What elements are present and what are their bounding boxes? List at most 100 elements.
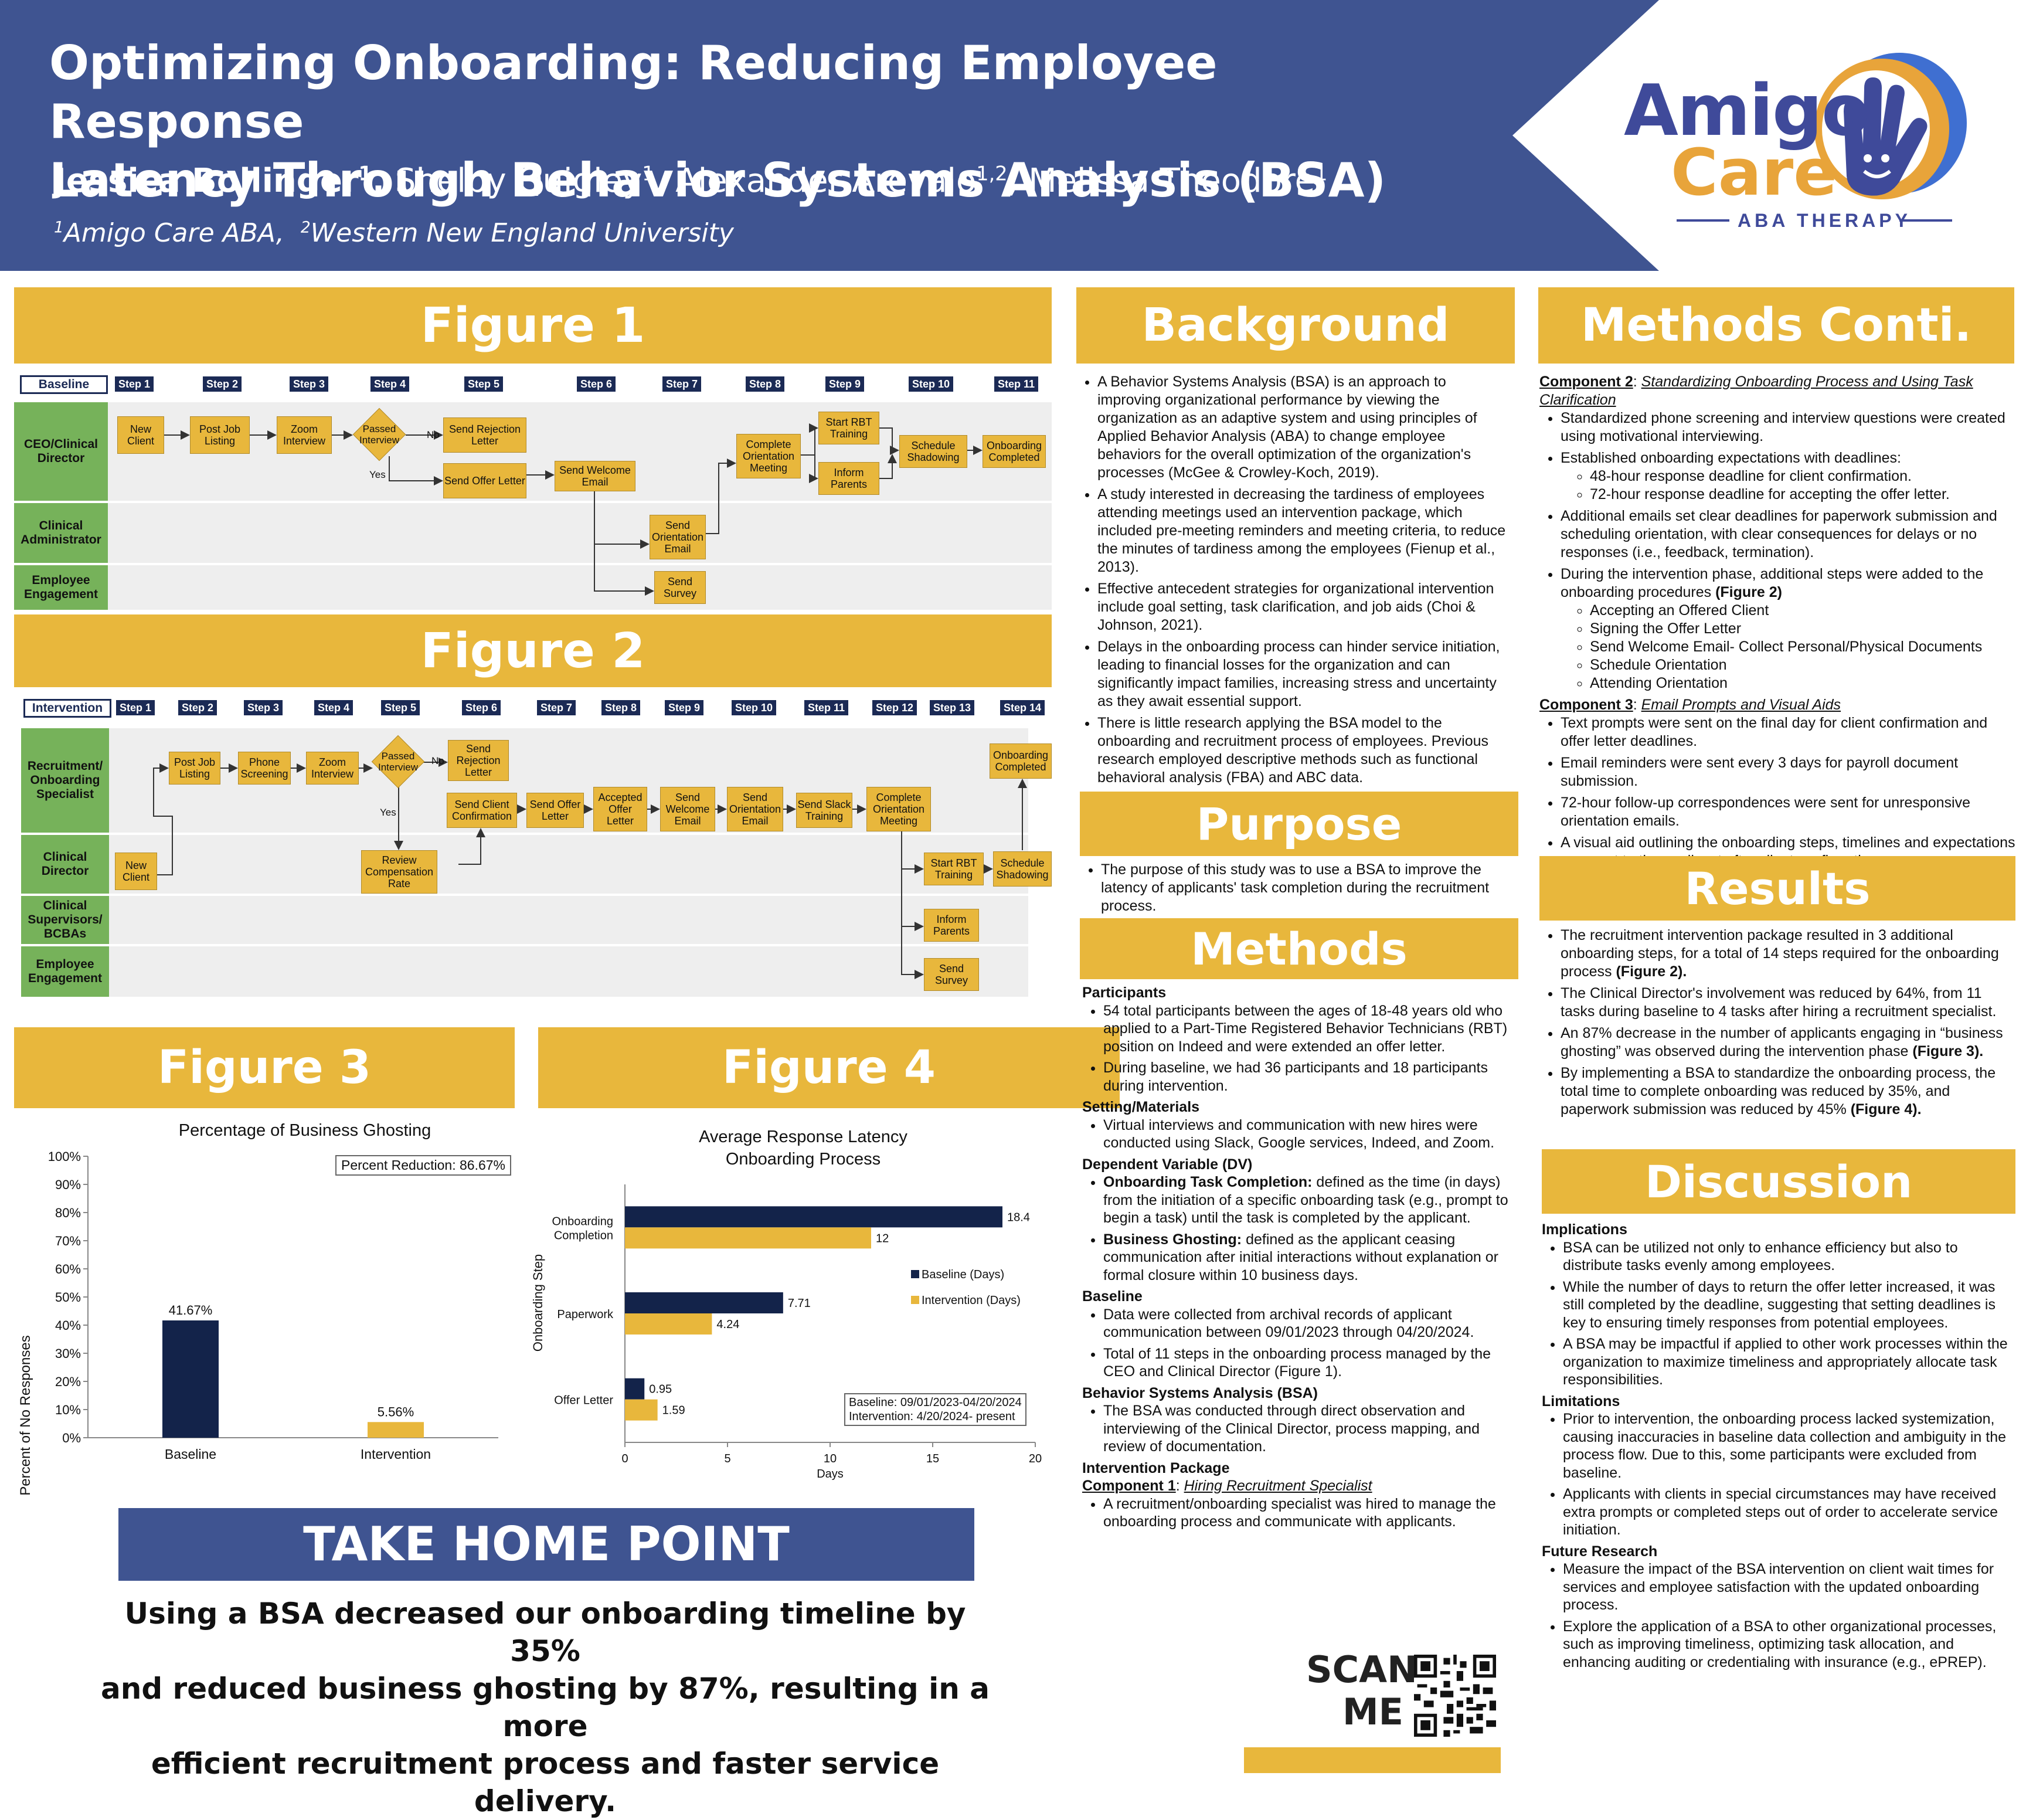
node-post-job: Post Job Listing: [169, 752, 220, 785]
node-welcome-email: Send Welcome Email: [555, 461, 635, 491]
background-bullet: Delays in the onboarding process can hin…: [1097, 638, 1510, 711]
phase-baseline: Baseline: [20, 375, 108, 394]
implications-heading: Implications: [1542, 1221, 1627, 1238]
x-tick-label: 20: [1029, 1452, 1042, 1465]
node-new-client: New Client: [117, 416, 164, 454]
methods-cont-subbullet: 48-hour response deadline for client con…: [1590, 467, 2015, 485]
purpose-text: The purpose of this study was to use a B…: [1080, 861, 1514, 919]
bar-value-label: 4.24: [716, 1318, 739, 1331]
label-yes: Yes: [380, 807, 396, 818]
component-1-heading: Component 1: Hiring Recruitment Speciali…: [1082, 1478, 1372, 1494]
node-post-job: Post Job Listing: [190, 416, 250, 454]
limitations-heading: Limitations: [1542, 1393, 1620, 1410]
figure-4-title-line-2: Onboarding Process: [725, 1150, 881, 1169]
figure-3-chart: 0%10%20%30%40%50%60%70%80%90%100%41.67%B…: [48, 1149, 498, 1462]
step-label: Step 4: [370, 376, 410, 392]
background-bullet: A study interested in decreasing the tar…: [1097, 485, 1510, 576]
node-zoom-interview: Zoom Interview: [306, 752, 359, 785]
node-orientation-email: Send Orientation Email: [650, 515, 706, 559]
methods-bullet: 54 total participants between the ages o…: [1103, 1002, 1516, 1056]
step-label: Step 11: [804, 700, 849, 715]
results-banner: Results: [1539, 856, 2015, 921]
title-line-2: Latency Through Behavior Systems Analysi…: [49, 153, 1386, 208]
decision-passed-interview: Passed Interview: [352, 408, 406, 461]
label-yes: Yes: [369, 469, 386, 480]
author-2-name: Shelby Quigley: [395, 162, 643, 200]
step-label: Step 9: [665, 700, 704, 715]
methods-bullet: Business Ghosting: defined as the applic…: [1103, 1231, 1516, 1285]
bar: [162, 1320, 219, 1438]
y-tick-label: 50%: [55, 1290, 81, 1305]
affil-1-sup: 1: [54, 218, 64, 237]
node-survey: Send Survey: [654, 571, 706, 604]
affiliations: 1Amigo Care ABA, 2Western New England Un…: [54, 218, 734, 248]
take-home-title: TAKE HOME POINT: [118, 1508, 974, 1581]
y-tick-label: 10%: [55, 1403, 81, 1417]
y-tick-label: 90%: [55, 1177, 81, 1192]
bar: [625, 1313, 712, 1335]
bar-value-label: 41.67%: [169, 1303, 213, 1318]
lane-admin: [14, 503, 1052, 563]
figure-4-note-line-1: Baseline: 09/01/2023-04/20/2024: [849, 1396, 1022, 1409]
qr-code-icon[interactable]: [1414, 1655, 1496, 1737]
y-tick-label: 100%: [48, 1149, 81, 1164]
scan-me-label: SCAN ME: [1306, 1649, 1417, 1733]
flow-arrows: [164, 423, 983, 596]
node-orientation-email: Send Orientation Email: [727, 787, 783, 831]
lane-label-supervisors: Clinical Supervisors/ BCBAs: [21, 896, 109, 944]
y-tick-label: 0%: [62, 1431, 81, 1445]
methods-cont-subbullet: Schedule Orientation: [1590, 656, 2015, 674]
discussion-bullet: Explore the application of a BSA to othe…: [1563, 1618, 2015, 1672]
methods-cont-bullet: Established onboarding expectations with…: [1561, 449, 2015, 504]
y-category-label: Paperwork: [557, 1308, 614, 1321]
author-2-sup: 1: [642, 162, 655, 185]
comp2-label: Component 2: [1539, 373, 1633, 390]
comp1-title: Hiring Recruitment Specialist: [1184, 1478, 1372, 1494]
y-category-label: Completion: [554, 1229, 613, 1242]
x-category-label: Intervention: [361, 1447, 431, 1462]
methods-cont-bullet: 72-hour follow-up correspondences were s…: [1561, 794, 2015, 830]
figure-3-title: Percentage of Business Ghosting: [178, 1121, 431, 1140]
methods-cont-text: Component 2: Standardizing Onboarding Pr…: [1539, 373, 2015, 874]
node-rbt-training: Start RBT Training: [924, 853, 984, 885]
author-3-name: Alexander Arevalo: [675, 162, 977, 200]
figure-3-annotation: Percent Reduction: 86.67%: [335, 1155, 512, 1176]
bar: [625, 1292, 783, 1313]
discussion-banner: Discussion: [1542, 1149, 2015, 1214]
background-text: A Behavior Systems Analysis (BSA) is an …: [1076, 373, 1510, 790]
methods-bullet: During baseline, we had 36 participants …: [1103, 1059, 1516, 1095]
step-label: Step 9: [825, 376, 865, 392]
y-tick-label: 80%: [55, 1206, 81, 1220]
decision-passed-interview: Passed Interview: [371, 735, 425, 789]
legend-swatch: [911, 1270, 919, 1278]
bar: [625, 1206, 1002, 1228]
methods-bullet: Onboarding Task Completion: defined as t…: [1103, 1173, 1516, 1227]
baseline-heading: Baseline: [1082, 1288, 1143, 1305]
phase-intervention: Intervention: [23, 699, 111, 718]
node-inform-parents: Inform Parents: [924, 909, 979, 942]
hand-icon: [1677, 53, 1967, 222]
methods-text: Participants 54 total participants betwe…: [1082, 980, 1516, 1534]
node-review-compensation: Review Compensation Rate: [361, 850, 437, 894]
methods-bullet: The BSA was conducted through direct obs…: [1103, 1402, 1516, 1456]
x-tick-label: 15: [926, 1452, 939, 1465]
methods-cont-bullet: Text prompts were sent on the final day …: [1561, 714, 2015, 751]
methods-cont-bullet: Standardized phone screening and intervi…: [1561, 409, 2015, 446]
step-label: Step 1: [115, 376, 154, 392]
background-bullet: A Behavior Systems Analysis (BSA) is an …: [1097, 373, 1510, 482]
comp2-title: Standardizing Onboarding Process and Usi…: [1539, 373, 1973, 408]
comp3-title: Email Prompts and Visual Aids: [1641, 697, 1841, 713]
results-b1-text: The recruitment intervention package res…: [1561, 927, 1999, 980]
take-home-line-2: and reduced business ghosting by 87%, re…: [101, 1672, 990, 1743]
dv1-term: Onboarding Task Completion:: [1103, 1174, 1313, 1190]
results-bullet: By implementing a BSA to standardize the…: [1561, 1064, 2015, 1119]
step-label: Step 2: [178, 700, 217, 715]
bar: [625, 1378, 645, 1400]
poster-header: Optimizing Onboarding: Reducing Employee…: [0, 0, 2026, 271]
step-label: Step 7: [662, 376, 702, 392]
logo-tagline: ABA THERAPY: [1738, 210, 1911, 231]
results-text: The recruitment intervention package res…: [1539, 926, 2015, 1122]
lane-engagement: [21, 946, 1028, 997]
take-home-line-3: efficient recruitment process and faster…: [151, 1747, 940, 1818]
label-no: No: [431, 755, 444, 766]
